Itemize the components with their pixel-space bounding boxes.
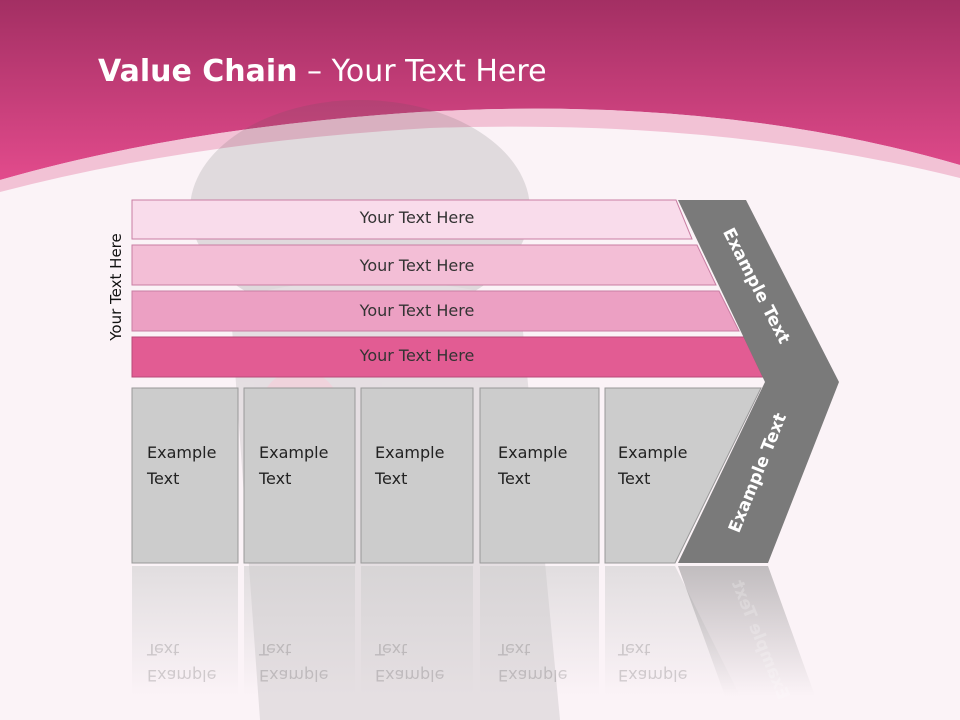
box-2-line2: Text — [259, 469, 292, 488]
box-5-reflection: Example Text — [618, 636, 718, 688]
box-3[interactable] — [360, 387, 474, 564]
box-3-reflection-line2: Text — [375, 640, 408, 659]
bar-1-label: Your Text Here — [359, 208, 475, 227]
bar-3-label: Your Text Here — [359, 301, 475, 320]
box-2-line1: Example — [259, 443, 329, 462]
box-2-label: Example Text — [259, 440, 359, 492]
box-1-line2: Text — [147, 469, 180, 488]
box-2-reflection-line1: Example — [259, 666, 329, 685]
bar-1[interactable] — [131, 199, 693, 240]
box-4-line2: Text — [498, 469, 531, 488]
boxes-reflection — [132, 566, 815, 696]
box-3-line2: Text — [375, 469, 408, 488]
header-swoosh — [0, 108, 960, 192]
box-1[interactable] — [131, 387, 239, 564]
bar-3[interactable] — [131, 290, 740, 332]
box-1-line1: Example — [147, 443, 217, 462]
box-3-reflection-line1: Example — [375, 666, 445, 685]
box-2-reflection: Example Text — [259, 636, 359, 688]
box-5-reflection-line2: Text — [618, 640, 651, 659]
box-5-reflection-line1: Example — [618, 666, 688, 685]
box-3-line1: Example — [375, 443, 445, 462]
box-2[interactable] — [243, 387, 356, 564]
box-5-label: Example Text — [618, 440, 718, 492]
box-4-reflection-line1: Example — [498, 666, 568, 685]
page-title: Value Chain – Your Text Here — [98, 54, 547, 89]
box-4-label: Example Text — [498, 440, 598, 492]
box-1-reflection-line1: Example — [147, 666, 217, 685]
box-1-reflection: Example Text — [147, 636, 247, 688]
bar-2-label: Your Text Here — [359, 256, 475, 275]
box-2-reflection-line2: Text — [259, 640, 292, 659]
box-3-label: Example Text — [375, 440, 475, 492]
box-4-line1: Example — [498, 443, 568, 462]
title-bold: Value Chain — [98, 54, 298, 89]
header-band — [0, 0, 960, 180]
margin-chevron[interactable] — [678, 200, 839, 563]
box-5-line1: Example — [618, 443, 688, 462]
side-label: Your Text Here — [107, 233, 125, 341]
box-4-reflection: Example Text — [498, 636, 598, 688]
box-4-reflection-line2: Text — [498, 640, 531, 659]
box-5-line2: Text — [618, 469, 651, 488]
box-5[interactable] — [604, 387, 762, 564]
box-3-reflection: Example Text — [375, 636, 475, 688]
title-rest: – Your Text Here — [297, 54, 547, 89]
bar-4-label: Your Text Here — [359, 346, 475, 365]
bar-2[interactable] — [131, 244, 717, 286]
box-4[interactable] — [479, 387, 600, 564]
box-1-label: Example Text — [147, 440, 247, 492]
box-1-reflection-line2: Text — [147, 640, 180, 659]
